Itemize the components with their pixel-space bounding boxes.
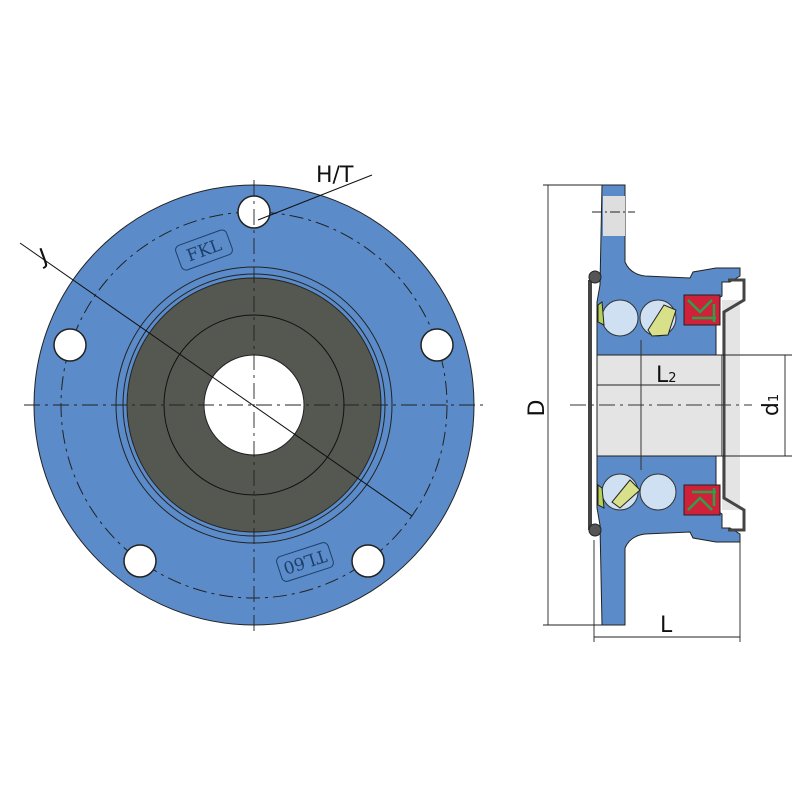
cage-bottom [611,479,641,509]
bore-section [596,354,723,457]
j-dimension-line [19,242,413,517]
l2-label: L2 [656,363,677,388]
o-ring [588,270,602,284]
seals [597,294,721,516]
o-ring [588,523,602,537]
d1-label: d1 [759,394,784,416]
d1-sub: 1 [767,394,782,402]
l2-main: L [656,363,669,388]
j-label: J [34,244,51,270]
d-label: D [525,400,550,417]
front-view: FKL TL60 [19,174,486,632]
ht-label: H/T [316,163,354,188]
bolt-holes [53,195,454,578]
ht-leader-line [257,174,373,221]
bolt-hole [53,328,87,362]
bolt-hole [123,544,157,578]
bolt-hole [351,544,385,578]
d1-main: d [759,402,784,416]
ball [601,299,639,337]
l2-sub: 2 [668,371,676,386]
cage-top [647,304,677,337]
bolt-hole [420,328,454,362]
l-label: L [660,613,673,638]
dimensions [543,184,792,642]
flange-bolt-hole [603,196,625,236]
ball [639,473,677,511]
